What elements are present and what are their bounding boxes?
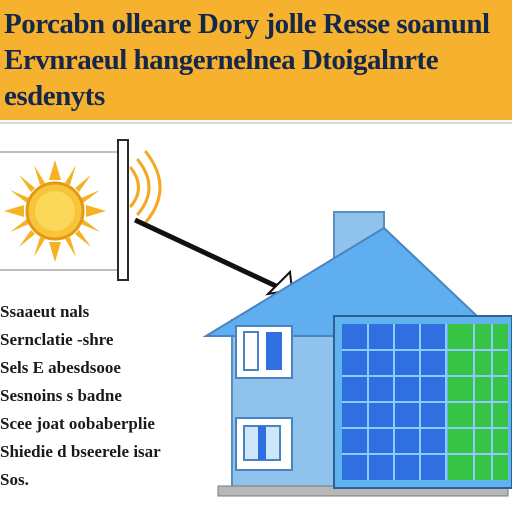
sun-icon (4, 160, 106, 262)
description-line: Scee joat oobaberplie (0, 414, 155, 433)
description-line: Sels E abesdsooe (0, 358, 121, 377)
title-banner: Porcabn olleare Dory jolle Resse soanunl… (0, 0, 512, 120)
solar-panel (333, 315, 512, 489)
divider (0, 122, 512, 124)
description-line: Sos. (0, 470, 29, 489)
sunlight-arrow (133, 217, 294, 296)
sunray-waves-icon (129, 150, 162, 224)
description-line: Sesnoins s badne (0, 386, 122, 405)
illustration (0, 139, 512, 497)
sun-panel (0, 139, 129, 281)
banner-title: Porcabn olleare Dory jolle Resse soanunl… (4, 8, 490, 112)
description-line: Ssaaeut nals (0, 302, 90, 321)
description-line: Sernclatie -shre (0, 330, 114, 349)
description-line: Shiedie d bseerele isar (0, 442, 161, 461)
description-text: Ssaaeut nals Sernclatie -shre Sels E abe… (0, 302, 205, 498)
